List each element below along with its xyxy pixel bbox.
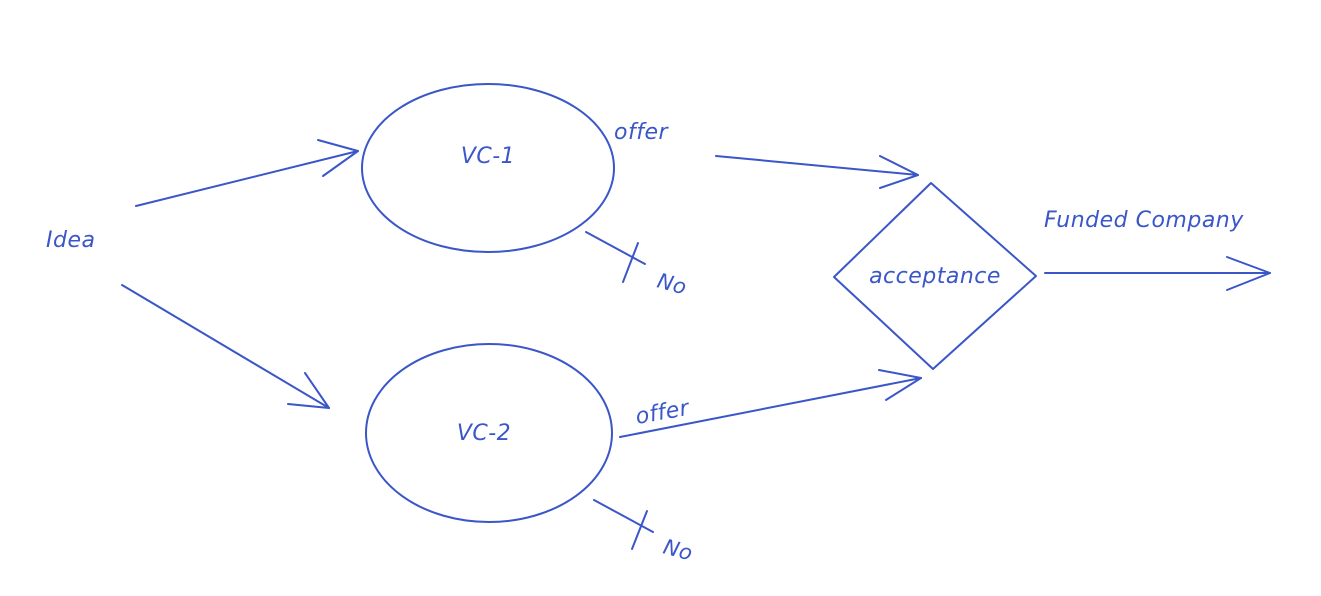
vc2-label: VC-2 xyxy=(457,421,511,446)
vc1-circle xyxy=(361,83,615,253)
vc2-circle xyxy=(365,343,613,523)
vc2-node: VC-2 xyxy=(365,343,613,523)
acceptance-label: acceptance xyxy=(869,264,1001,289)
funded-company-label: Funded Company xyxy=(1044,208,1244,233)
vc1-reject-branch xyxy=(585,231,646,283)
acceptance-diamond xyxy=(833,182,1037,370)
idea-label: Idea xyxy=(46,228,95,253)
arrow-idea-to-vc2 xyxy=(121,284,330,409)
vc1-offer-label: offer xyxy=(614,120,669,145)
vc1-node: VC-1 xyxy=(361,83,615,253)
vc2-reject-branch xyxy=(593,499,654,550)
acceptance-node: acceptance xyxy=(833,182,1037,370)
vc1-reject-label: No xyxy=(655,269,690,300)
vc2-reject-label: No xyxy=(661,535,696,566)
arrow-vc2-offer-to-acceptance xyxy=(619,369,922,438)
arrow-vc1-offer-to-acceptance xyxy=(715,155,919,189)
arrow-acceptance-to-funded xyxy=(1044,256,1271,291)
vc1-label: VC-1 xyxy=(461,144,515,169)
arrow-idea-to-vc1 xyxy=(135,139,359,207)
